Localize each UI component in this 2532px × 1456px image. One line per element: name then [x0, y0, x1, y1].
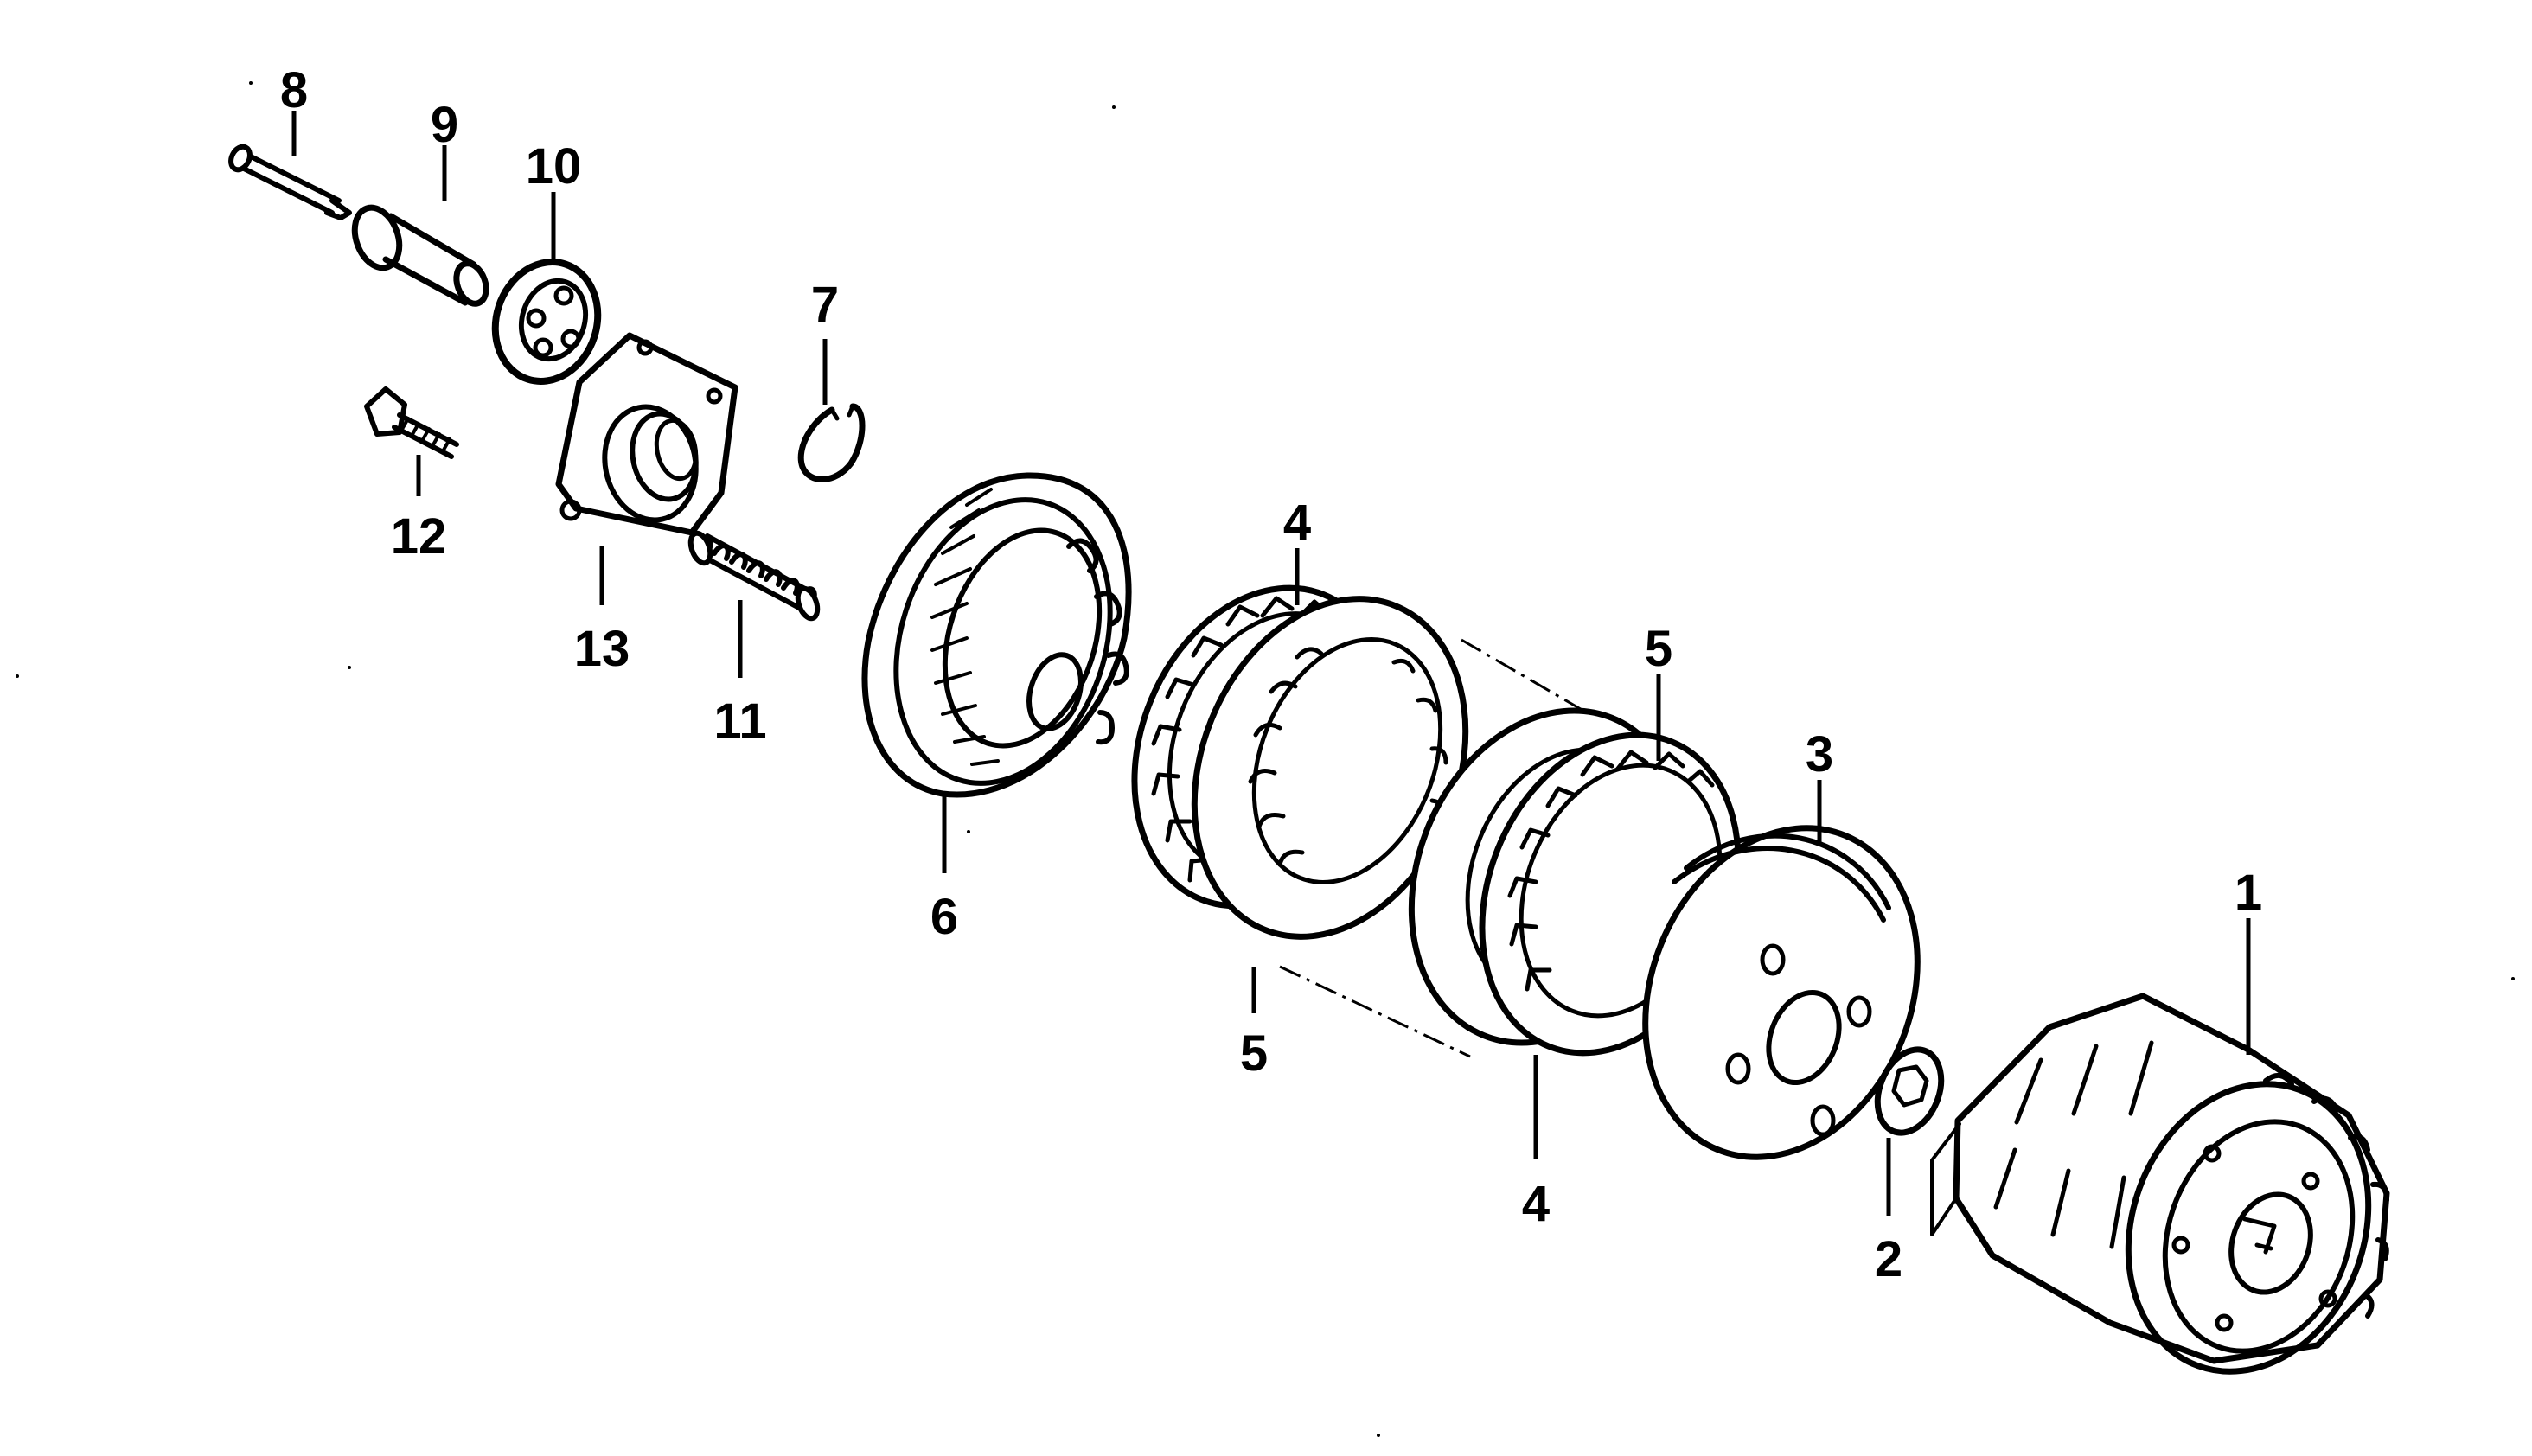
part-6-clutch-hub	[861, 472, 1132, 798]
callout-11: 9	[431, 97, 458, 153]
part-12-bolt	[364, 386, 459, 459]
part-11-shaft	[351, 204, 489, 307]
part-8-spring	[687, 530, 821, 622]
part-2-washer	[1874, 1046, 1945, 1136]
scan-specks	[16, 81, 2515, 1437]
callout-9: 13	[574, 621, 630, 677]
part-7-circlip	[797, 403, 866, 482]
callout-6: 6	[930, 889, 958, 945]
callout-12: 12	[391, 508, 447, 565]
callout-5-lower: 5	[1240, 1025, 1268, 1082]
callout-1: 1	[2235, 865, 2262, 921]
callout-7: 7	[811, 277, 839, 333]
callout-labels: 8 9 10 7 12 13 11 6 4 5 3 1 5 4 2	[280, 62, 2262, 1287]
callout-4-upper: 4	[1283, 495, 1311, 551]
part-13-pin	[228, 144, 352, 220]
part-3-pressure-disc	[1642, 825, 1921, 1160]
callout-4-lower: 4	[1522, 1176, 1550, 1232]
callout-13: 8	[280, 62, 308, 118]
part-10-bearing	[491, 259, 602, 385]
callout-3: 3	[1806, 726, 1833, 782]
callout-8: 11	[713, 693, 766, 750]
part-1-clutch-housing	[1930, 993, 2390, 1375]
callout-10: 10	[526, 138, 582, 195]
callout-5-upper: 5	[1645, 621, 1672, 677]
leader-lines	[291, 111, 2251, 1216]
part-9-flange-plate	[555, 332, 738, 536]
callout-2: 2	[1875, 1231, 1902, 1287]
